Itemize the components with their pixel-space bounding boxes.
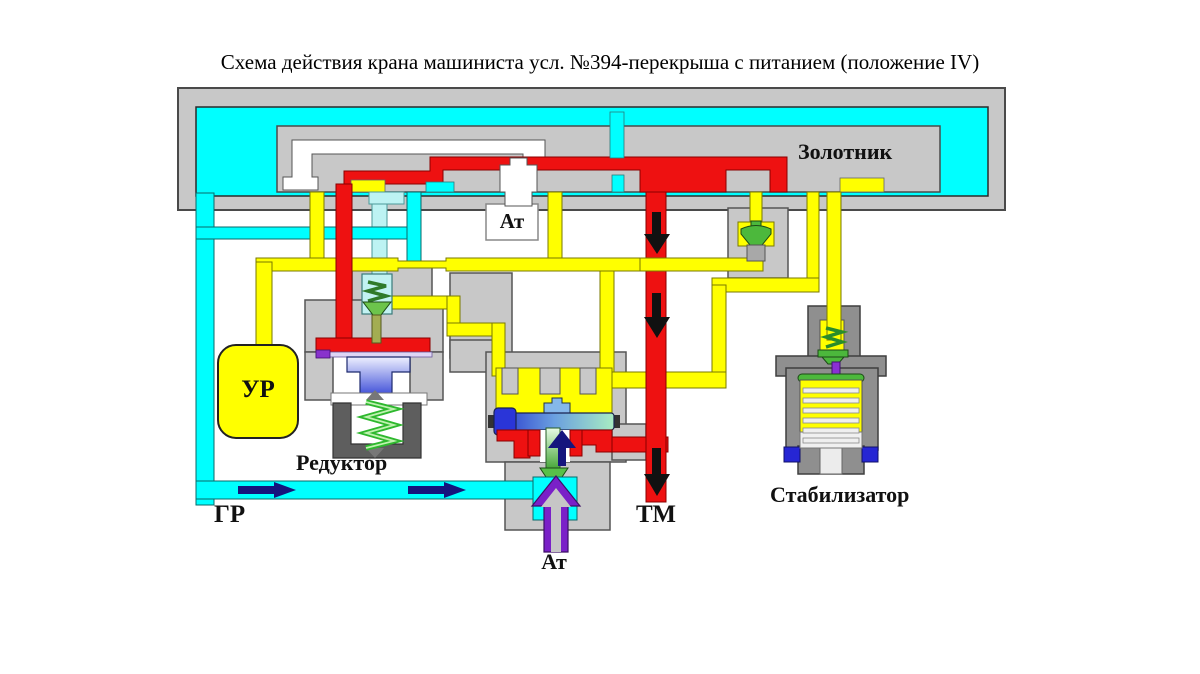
atmosphere-top-label: Ат (499, 209, 525, 233)
main-reservoir-label: ГР (214, 501, 246, 528)
reducer-label: Редуктор (296, 450, 388, 475)
slide-valve-block (177, 87, 1006, 241)
tm-flow-arrow (644, 474, 670, 496)
gr-supply-pipe (195, 192, 215, 506)
reducer-diaphragm (315, 351, 433, 358)
atmosphere-port-box (485, 203, 539, 241)
stabilizer-assembly (797, 326, 865, 449)
brake-pipe-label: ТМ (636, 501, 676, 528)
feed-valve-spring (361, 280, 393, 303)
ur-line-with-choke (255, 257, 647, 272)
gr-flow-arrow (444, 482, 466, 498)
slide-valve-label: Золотник (798, 139, 893, 164)
flow-arrows (238, 212, 670, 498)
tm-flow-arrow (644, 234, 670, 254)
equalizing-piston-assembly (488, 367, 620, 553)
tm-flow-arrow (644, 317, 670, 338)
stabilizer-label: Стабилизатор (770, 482, 910, 507)
ur-line-over-tm (639, 257, 764, 272)
reducer-spring-cup (332, 402, 422, 459)
stabilizer-valve-spring (820, 326, 849, 349)
tm-channel-red (343, 156, 788, 193)
stabilizer-feed-pipe (826, 191, 842, 341)
stabilizer-valve (817, 349, 849, 358)
equalizing-reservoir-label: УР (241, 376, 275, 403)
reducer-spring (355, 399, 405, 451)
atmosphere-bottom-label: Ат (541, 549, 567, 574)
reducer-assembly (315, 273, 433, 459)
check-valve (737, 220, 775, 262)
diagram-title: Схема действия крана машиниста усл. №394… (220, 50, 980, 74)
reducer-piston (346, 356, 411, 396)
gr-flow-arrow (274, 482, 296, 498)
equalizing-reservoir-tank (217, 344, 299, 439)
stabilizer-spring (802, 387, 860, 444)
flow-up-arrow (548, 430, 576, 448)
